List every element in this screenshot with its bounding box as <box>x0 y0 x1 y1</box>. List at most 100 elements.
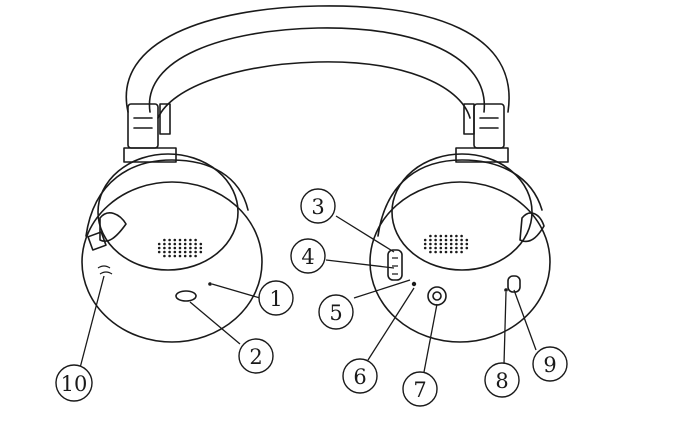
grille-dot <box>449 246 453 250</box>
grille-dot <box>449 234 453 238</box>
right-mic-hole <box>504 288 508 292</box>
leader-6 <box>367 287 415 361</box>
grille-dot <box>178 242 182 246</box>
grille-dot <box>157 250 161 254</box>
grille-dot <box>163 246 166 250</box>
callouts: 1 2 3 4 5 6 7 8 <box>55 188 568 407</box>
grille-dot <box>455 246 458 250</box>
grille-dot <box>189 250 192 254</box>
callout-10-label: 10 <box>61 372 88 396</box>
grille-dot <box>444 238 448 242</box>
grille-dot <box>434 238 437 242</box>
grille-dot <box>178 238 182 242</box>
leader-2 <box>189 301 241 345</box>
right-led <box>411 281 417 287</box>
aux-jack-inner <box>432 291 442 301</box>
grille-dot <box>460 238 463 242</box>
grille-dot <box>183 254 187 258</box>
power-switch <box>507 275 521 293</box>
leader-10 <box>79 275 105 369</box>
grille-dot <box>423 246 427 250</box>
grille-dot <box>429 238 432 242</box>
grille-dot <box>465 242 469 246</box>
grille-dot <box>194 246 197 250</box>
grille-dot <box>189 254 192 258</box>
left-mic-hole <box>208 282 212 286</box>
callout-3-label: 3 <box>311 195 324 219</box>
nfc-mark <box>97 265 113 275</box>
grille-dot <box>429 234 432 238</box>
grille-dot <box>163 250 166 254</box>
callout-5-label: 5 <box>329 301 342 325</box>
leader-8 <box>503 291 507 365</box>
grille-dot <box>178 250 182 254</box>
grille-dot <box>168 238 171 242</box>
grille-dot <box>194 250 197 254</box>
callout-1-label: 1 <box>269 287 282 311</box>
grille-dot <box>449 250 453 254</box>
grille-dot <box>429 246 432 250</box>
grille-dot <box>178 246 182 250</box>
headband <box>125 5 510 119</box>
leader-1 <box>211 283 261 299</box>
grille-dot <box>189 238 192 242</box>
callout-6-label: 6 <box>353 365 366 389</box>
grille-dot <box>449 242 453 246</box>
grille-dot <box>173 246 177 250</box>
grille-dot <box>163 238 166 242</box>
callout-5: 5 <box>318 294 354 330</box>
grille-dot <box>439 246 443 250</box>
grille-dot <box>163 254 166 258</box>
grille-dot <box>189 242 192 246</box>
left-ear-cup <box>81 153 263 343</box>
grille-dot <box>183 238 187 242</box>
left-speaker-grille <box>157 238 203 258</box>
grille-dot <box>449 238 453 242</box>
aux-jack-outer <box>427 286 447 306</box>
callout-2-label: 2 <box>249 345 262 369</box>
volume-buttons <box>387 249 403 281</box>
grille-dot <box>439 238 443 242</box>
leader-7 <box>423 303 438 373</box>
grille-dot <box>178 254 182 258</box>
grille-dot <box>439 242 443 246</box>
leader-9 <box>513 289 537 351</box>
callout-2: 2 <box>238 338 274 374</box>
grille-dot <box>173 254 177 258</box>
leader-5 <box>353 279 411 299</box>
grille-dot <box>199 246 203 250</box>
grille-dot <box>434 246 437 250</box>
grille-dot <box>168 242 171 246</box>
grille-dot <box>444 234 448 238</box>
grille-dot <box>163 242 166 246</box>
callout-6: 6 <box>342 358 378 394</box>
right-ear-cup <box>369 153 551 343</box>
grille-dot <box>444 250 448 254</box>
grille-dot <box>455 250 458 254</box>
grille-dot <box>444 242 448 246</box>
grille-dot <box>455 234 458 238</box>
grille-dot <box>157 242 161 246</box>
grille-dot <box>173 250 177 254</box>
callout-1: 1 <box>258 280 294 316</box>
callout-7-label: 7 <box>413 378 426 402</box>
right-speaker-grille <box>423 234 469 254</box>
grille-dot <box>157 246 161 250</box>
callout-9-label: 9 <box>543 353 556 377</box>
grille-dot <box>429 242 432 246</box>
grille-dot <box>465 246 469 250</box>
leader-4 <box>325 259 395 269</box>
grille-dot <box>439 234 443 238</box>
grille-dot <box>183 250 187 254</box>
callout-7: 7 <box>402 371 438 407</box>
grille-dot <box>465 238 469 242</box>
grille-dot <box>444 246 448 250</box>
grille-dot <box>429 250 432 254</box>
grille-dot <box>460 234 463 238</box>
grille-dot <box>423 238 427 242</box>
grille-dot <box>168 254 171 258</box>
grille-dot <box>434 234 437 238</box>
callout-10: 10 <box>55 364 93 402</box>
grille-dot <box>189 246 192 250</box>
